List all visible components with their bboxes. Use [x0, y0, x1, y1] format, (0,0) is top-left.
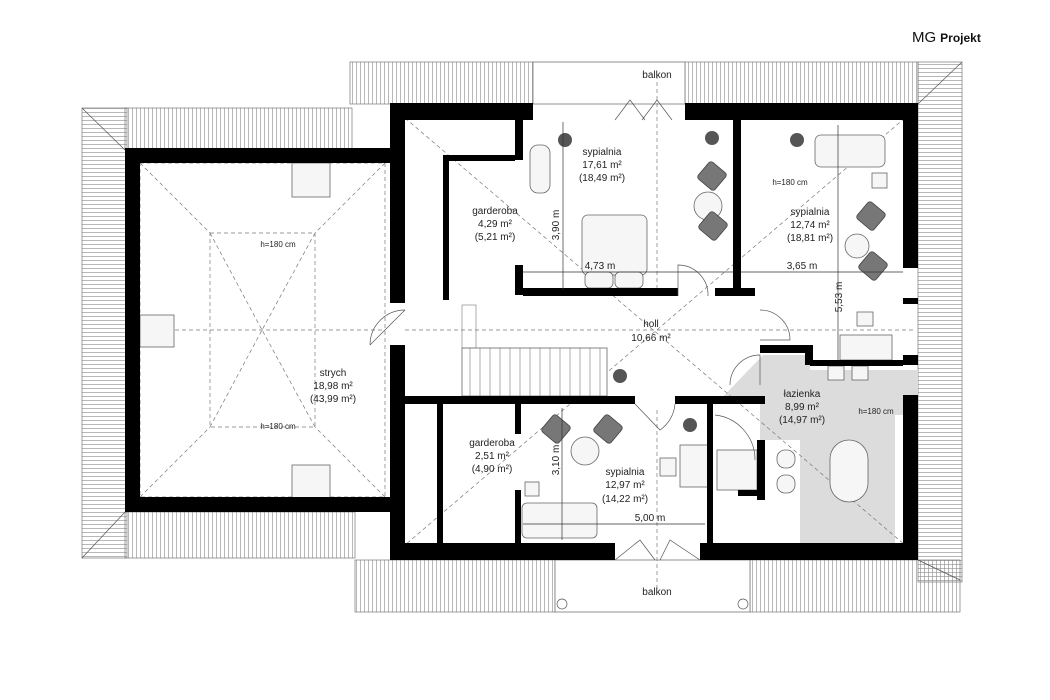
wardrobe-2-area: 2,51 m²	[475, 451, 510, 462]
bedroom-3-width: 5,00 m	[635, 513, 666, 524]
doors	[369, 99, 791, 561]
hall-name: holl	[643, 319, 659, 330]
attic-name: strych	[320, 368, 347, 379]
wardrobe-1-area: 4,29 m²	[478, 219, 513, 230]
plant-icons	[558, 131, 804, 432]
attic-height-note-top: h=180 cm	[260, 240, 296, 249]
bedroom-2-area: 12,74 m²	[790, 220, 830, 231]
dimension-lines	[523, 122, 903, 540]
balcony-top	[532, 61, 686, 105]
bathroom-name: łazienka	[784, 389, 821, 400]
wardrobe-1-area-total: (5,21 m²)	[475, 232, 516, 243]
bathroom-area: 8,99 m²	[785, 402, 820, 413]
bathroom-height-note: h=180 cm	[858, 407, 894, 416]
roof-eaves	[81, 61, 963, 613]
attic-roof-lines	[139, 162, 386, 500]
stairs	[461, 304, 608, 397]
hall-area: 10,66 m²	[631, 333, 671, 344]
bedroom-1-area-total: (18,49 m²)	[579, 173, 625, 184]
bedroom-2-name: sypialnia	[791, 207, 830, 218]
wardrobe-2-name: garderoba	[469, 438, 515, 449]
bedroom-2-height-note: h=180 cm	[772, 178, 808, 187]
bedroom-2-area-total: (18,81 m²)	[787, 233, 833, 244]
bedroom-3-name: sypialnia	[606, 467, 645, 478]
wardrobe-2-area-total: (4,90 m²)	[472, 464, 513, 475]
balcony-top-label: balkon	[642, 70, 671, 81]
walls	[125, 103, 918, 560]
bedroom-1-width: 4,73 m	[585, 261, 616, 272]
attic-height-note-bottom: h=180 cm	[260, 422, 296, 431]
furniture	[521, 134, 893, 539]
bathroom-area-total: (14,97 m²)	[779, 415, 825, 426]
attic-area: 18,98 m²	[313, 381, 353, 392]
wardrobe-1-name: garderoba	[472, 206, 518, 217]
roof-lines	[404, 75, 915, 590]
bathroom-floor	[715, 355, 918, 545]
bedroom-3-area: 12,97 m²	[605, 480, 645, 491]
bedroom-2-depth: 5,53 m	[834, 282, 845, 313]
bedroom-1-area: 17,61 m²	[582, 160, 622, 171]
bedroom-2-width: 3,65 m	[787, 261, 818, 272]
attic-area-total: (43,99 m²)	[310, 394, 356, 405]
bedroom-3-depth: 3,10 m	[551, 445, 562, 476]
balcony-bottom-label: balkon	[642, 587, 671, 598]
bedroom-1-depth: 3,90 m	[551, 210, 562, 241]
bedroom-1-name: sypialnia	[583, 147, 622, 158]
bedroom-3-area-total: (14,22 m²)	[602, 494, 648, 505]
balcony-bottom	[554, 559, 751, 613]
